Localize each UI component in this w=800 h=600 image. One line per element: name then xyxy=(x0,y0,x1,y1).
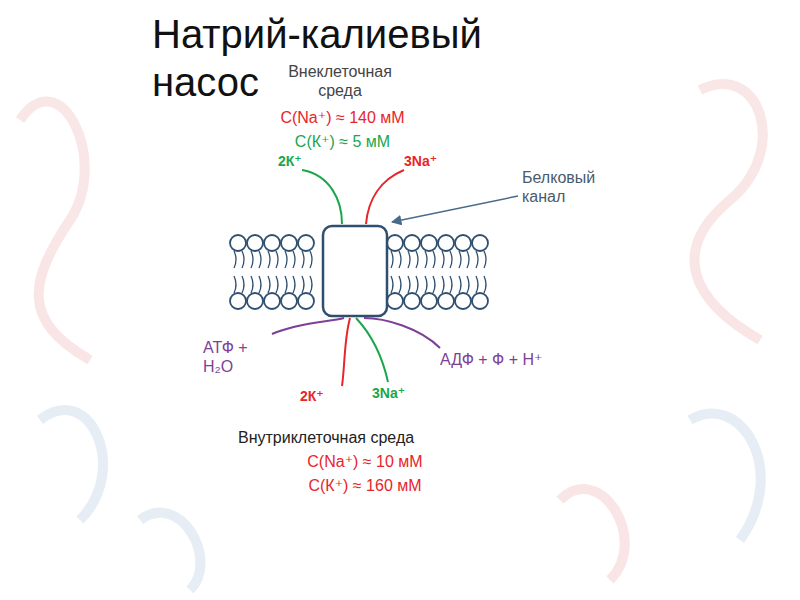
lipid-head xyxy=(264,235,280,251)
lipid-tail xyxy=(484,276,486,293)
lipid-tail xyxy=(425,251,427,268)
lipid-head xyxy=(455,235,471,251)
lipid-head xyxy=(472,235,488,251)
lipid-tail xyxy=(293,251,295,268)
k-path-out xyxy=(302,170,342,224)
lipid-head xyxy=(472,293,488,309)
lipid-tail xyxy=(251,251,253,268)
lipid-tail xyxy=(302,276,304,293)
lipid-tail xyxy=(302,251,304,268)
lipid-head xyxy=(264,293,280,309)
lipid-tail xyxy=(450,251,452,268)
lipid-head xyxy=(247,293,263,309)
k-path-in xyxy=(342,318,350,386)
lipid-tail xyxy=(399,251,401,268)
lipid-tail xyxy=(459,251,461,268)
lipid-tail xyxy=(476,276,478,293)
lipid-tail xyxy=(268,276,270,293)
lipid-head xyxy=(247,235,263,251)
lipid-head xyxy=(387,235,403,251)
lipid-tail xyxy=(234,251,236,268)
ion-label: 3Na⁺ xyxy=(372,385,405,402)
lipid-tail xyxy=(276,276,278,293)
reaction-label: АДФ + Ф + H⁺ xyxy=(440,350,544,369)
background-texture xyxy=(20,84,763,590)
lipid-tail xyxy=(467,251,469,268)
lipid-tail xyxy=(416,251,418,268)
lipid-tail xyxy=(442,276,444,293)
lipid-tail xyxy=(399,276,401,293)
lipid-head xyxy=(455,293,471,309)
region-label: Внеклеточная среда xyxy=(275,62,405,100)
protein-channel xyxy=(323,226,387,316)
lipid-tail xyxy=(484,251,486,268)
na-path-in xyxy=(356,318,388,382)
ion-label: 2К⁺ xyxy=(300,388,324,405)
lipid-tail xyxy=(259,251,261,268)
reaction-label: АТФ + H₂O xyxy=(203,338,275,376)
lipid-head xyxy=(438,293,454,309)
lipid-head xyxy=(421,293,437,309)
ion-label: 2К⁺ xyxy=(278,153,302,170)
lipid-tail xyxy=(293,276,295,293)
lipid-tail xyxy=(268,251,270,268)
lipid-tail xyxy=(285,276,287,293)
lipid-tail xyxy=(310,251,312,268)
lipid-tail xyxy=(416,276,418,293)
lipid-tail xyxy=(285,251,287,268)
lipid-head xyxy=(230,293,246,309)
lipid-head xyxy=(404,293,420,309)
lipid-tail xyxy=(391,276,393,293)
lipid-tail xyxy=(251,276,253,293)
concentration: С(К⁺) ≈ 160 мМ xyxy=(280,476,450,495)
lipid-tail xyxy=(408,251,410,268)
adp-path xyxy=(364,318,440,348)
lipid-tail xyxy=(467,276,469,293)
lipid-head xyxy=(298,293,314,309)
lipid-tail xyxy=(408,276,410,293)
ion-label: 3Na⁺ xyxy=(404,153,437,170)
lipid-tail xyxy=(433,276,435,293)
lipid-tail xyxy=(242,276,244,293)
lipid-head xyxy=(281,235,297,251)
region-label: Внутриклеточная среда xyxy=(238,428,478,447)
leader-arrow xyxy=(392,196,518,222)
lipid-tail xyxy=(450,276,452,293)
lipid-tail xyxy=(276,251,278,268)
concentration: С(Na⁺) ≈ 10 мМ xyxy=(280,452,450,471)
lipid-head xyxy=(438,235,454,251)
lipid-tail xyxy=(242,251,244,268)
lipid-tail xyxy=(234,276,236,293)
na-path-out xyxy=(366,170,404,224)
lipid-tail xyxy=(442,251,444,268)
lipid-head xyxy=(281,293,297,309)
concentration: С(К⁺) ≈ 5 мМ xyxy=(270,132,415,151)
lipid-tail xyxy=(433,251,435,268)
lipid-head xyxy=(298,235,314,251)
lipid-head xyxy=(387,293,403,309)
lipid-head xyxy=(230,235,246,251)
lipid-tail xyxy=(259,276,261,293)
lipid-tail xyxy=(425,276,427,293)
lipid-tail xyxy=(391,251,393,268)
concentration: С(Na⁺) ≈ 140 мМ xyxy=(270,108,415,127)
lipid-tail xyxy=(310,276,312,293)
lipid-tail xyxy=(459,276,461,293)
callout-label: Белковый канал xyxy=(522,168,637,206)
lipid-tail xyxy=(476,251,478,268)
lipid-head xyxy=(421,235,437,251)
atp-path xyxy=(272,318,344,334)
lipid-head xyxy=(404,235,420,251)
